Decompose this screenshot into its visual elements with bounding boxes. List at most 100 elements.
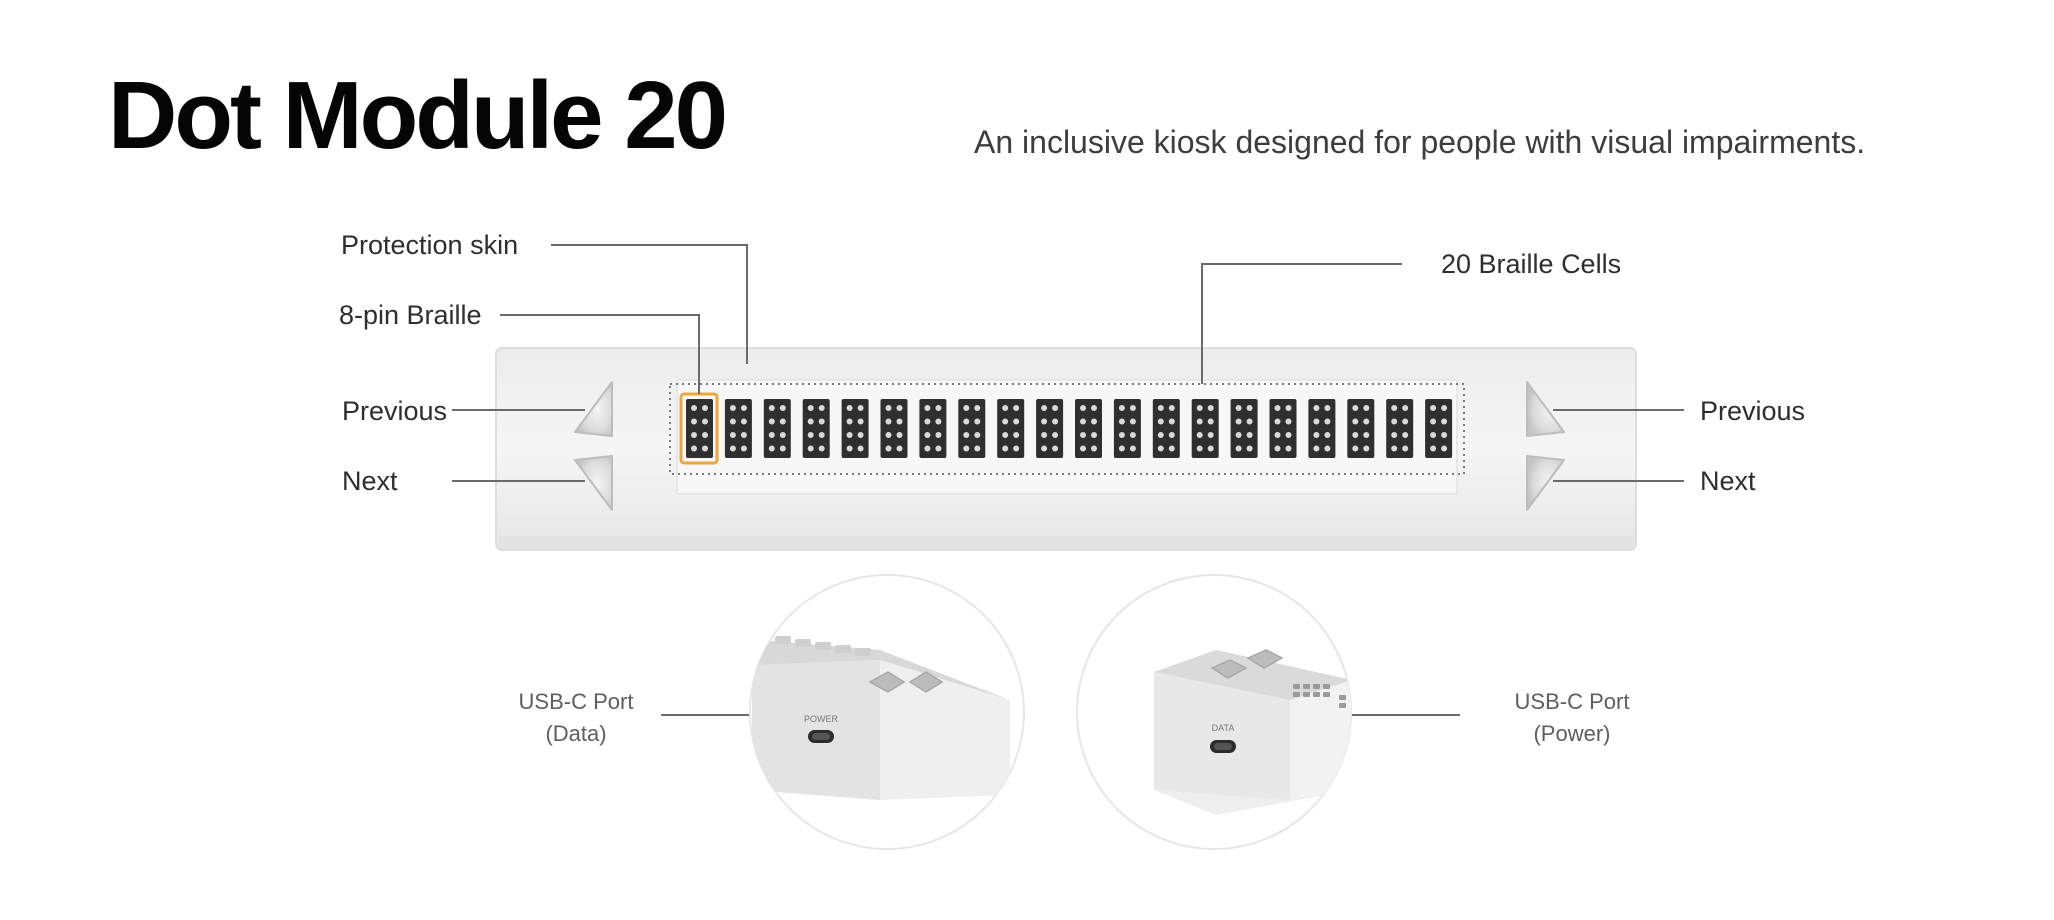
braille-pin [885,432,892,438]
protection-skin [676,379,1458,495]
prev-button-right[interactable] [1526,381,1565,437]
braille-pin [1285,405,1292,411]
braille-pin [1246,445,1253,452]
braille-pin [1274,405,1281,411]
braille-pin [1352,432,1359,438]
braille-pin [1002,418,1009,425]
braille-pin [1091,405,1097,411]
braille-cell [1425,399,1453,458]
label-next-right: Next [1700,466,1756,496]
braille-pin [768,405,775,411]
braille-pin [1363,418,1370,425]
braille-pin [1002,405,1009,411]
next-button-right[interactable] [1526,455,1565,511]
braille-pin [963,418,970,425]
braille-pin [1013,418,1020,425]
label-previous-left: Previous [342,396,448,426]
braille-pin [1430,418,1437,425]
braille-pin [1235,445,1242,452]
usb-data-engraving: POWER [804,714,839,724]
braille-pin [691,445,697,452]
braille-pin [1285,418,1292,425]
braille-pin [818,432,825,438]
page-title: Dot Module 20 [108,62,728,169]
braille-pin [963,432,970,438]
braille-cells-group [686,399,1453,458]
braille-pin [1430,405,1437,411]
braille-pin [935,405,942,411]
braille-pin [1402,405,1409,411]
label-usb-data-line2: (Data) [545,721,607,746]
braille-pin [740,418,747,425]
braille-pin [1246,418,1253,425]
braille-pin [702,405,708,411]
leader-protection-skin [551,244,748,364]
braille-pin [1324,405,1331,411]
braille-pin [1402,432,1409,438]
braille-pin [1391,418,1398,425]
braille-pin [1041,445,1048,452]
braille-pin [1207,405,1214,411]
braille-pin [1196,418,1203,425]
braille-pin [885,405,892,411]
braille-pin [896,405,903,411]
braille-cell [841,399,869,458]
braille-pin [818,445,825,452]
braille-pin [768,418,775,425]
braille-cell [1075,399,1102,458]
braille-pin [1324,418,1331,425]
braille-pin [1313,405,1320,411]
braille-pin [691,432,697,438]
braille-pin [1246,432,1253,438]
braille-pin [1324,432,1331,438]
braille-pin [1402,445,1409,452]
braille-pin [1002,445,1009,452]
usb-power-detail: DATA [1076,574,1352,850]
braille-cell [1113,399,1141,458]
label-8pin-braille: 8-pin Braille [339,300,482,330]
braille-pin [924,418,931,425]
braille-pin [1430,445,1437,452]
braille-pin [1013,445,1020,452]
braille-pin [1207,445,1214,452]
braille-pin [1196,405,1203,411]
braille-cell [1191,399,1219,458]
braille-pin [1118,432,1125,438]
braille-pin [768,445,775,452]
braille-pin [729,445,736,452]
braille-pin [1313,432,1320,438]
braille-pin [846,445,853,452]
braille-pin [1091,445,1097,452]
braille-pin [857,418,864,425]
next-button-left[interactable] [574,455,613,511]
braille-cell [1230,399,1258,458]
braille-pin [1168,432,1175,438]
braille-pin [1129,405,1136,411]
braille-pin [1002,432,1009,438]
braille-pin [924,432,931,438]
braille-pin [768,432,775,438]
braille-pin [702,445,708,452]
braille-pin [729,432,736,438]
braille-pin [1352,445,1359,452]
braille-pin [1391,445,1398,452]
braille-pin [1052,405,1059,411]
braille-pin [896,418,903,425]
braille-pin [846,432,853,438]
braille-pin [1129,418,1136,425]
braille-pin [1274,432,1281,438]
braille-pin [1235,405,1242,411]
braille-pin [1041,418,1048,425]
braille-pin [896,445,903,452]
braille-pin [1363,445,1370,452]
braille-pin [1080,432,1086,438]
braille-cell [919,399,947,458]
braille-pin [1402,418,1409,425]
braille-pin [1285,432,1292,438]
braille-pin [1352,418,1359,425]
braille-pin [1080,405,1086,411]
braille-pin [740,405,747,411]
braille-pin [1041,405,1048,411]
braille-pin [1041,432,1048,438]
prev-button-left[interactable] [574,381,613,437]
